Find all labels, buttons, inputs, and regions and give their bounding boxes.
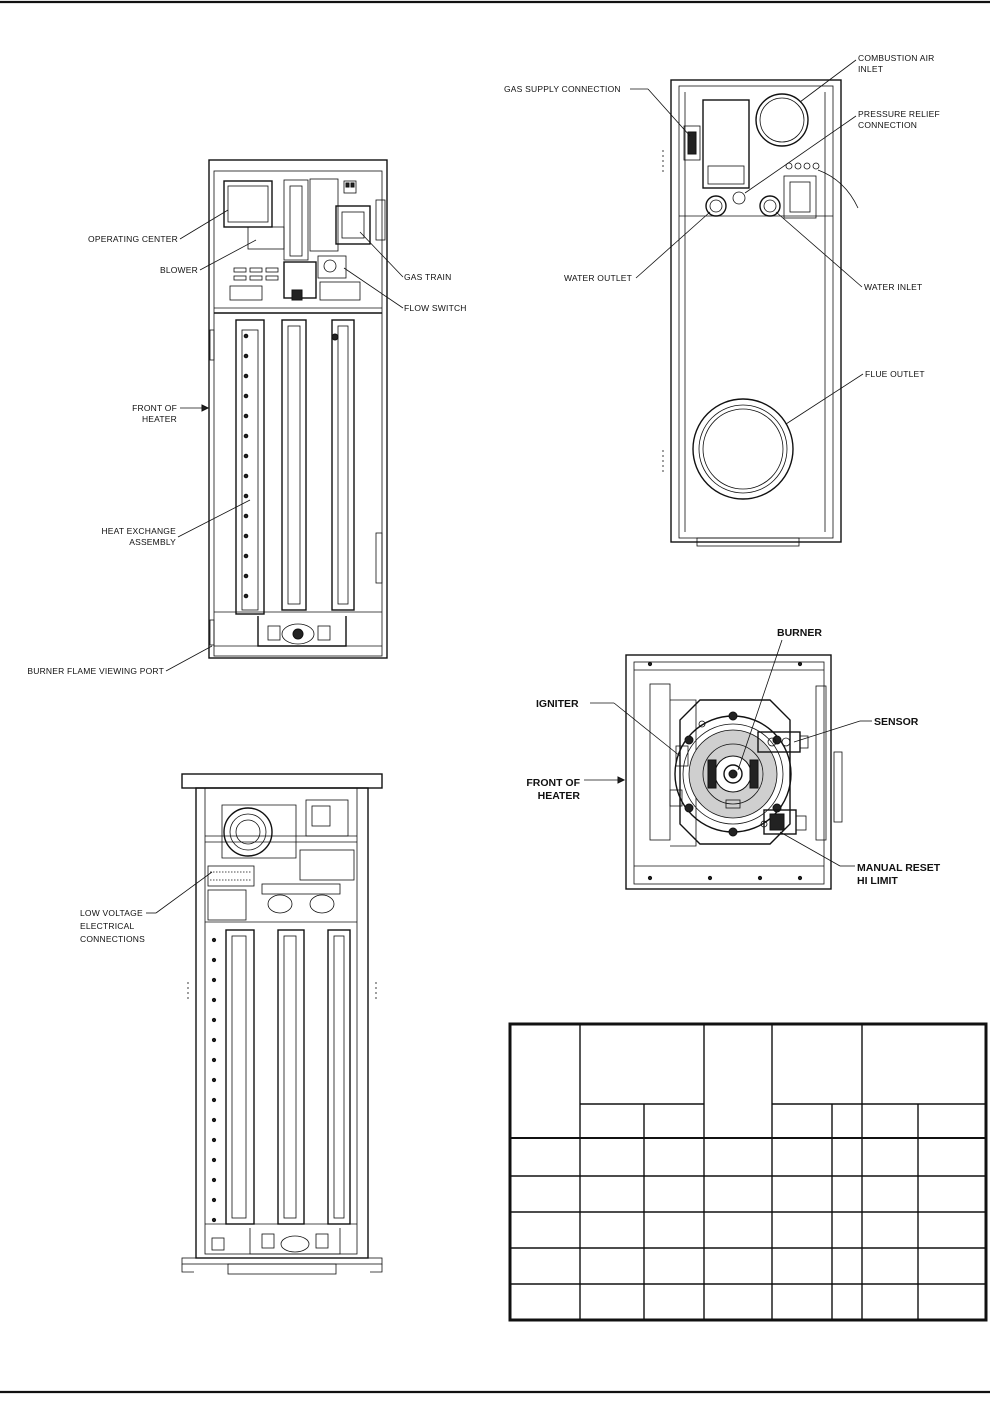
label-heat-exchange-2: ASSEMBLY <box>129 537 176 547</box>
label-pressure-relief-2: CONNECTION <box>858 120 917 130</box>
spec-table <box>508 1022 988 1322</box>
label-front-of-heater-1: FRONT OF <box>132 403 177 413</box>
label-burner: BURNER <box>777 627 822 639</box>
burner-view-labels: BURNER IGNITER SENSOR FRONT OF HEATER MA… <box>526 627 940 887</box>
label-combustion-air-inlet-1: COMBUSTION AIR <box>858 53 934 63</box>
label-low-voltage-3: CONNECTIONS <box>80 934 145 944</box>
side-view-labels: LOW VOLTAGE ELECTRICAL CONNECTIONS <box>80 871 213 944</box>
label-gas-train: GAS TRAIN <box>404 272 451 282</box>
front-view-diagram <box>208 159 388 659</box>
label-water-inlet: WATER INLET <box>864 282 922 292</box>
label-blower: BLOWER <box>160 265 198 275</box>
burner-view-diagram <box>625 654 843 890</box>
rear-view-labels: GAS SUPPLY CONNECTION COMBUSTION AIR INL… <box>504 53 940 425</box>
label-pressure-relief-1: PRESSURE RELIEF <box>858 109 940 119</box>
label-low-voltage-2: ELECTRICAL <box>80 921 135 931</box>
label-low-voltage-1: LOW VOLTAGE <box>80 908 143 918</box>
label-sensor: SENSOR <box>874 716 919 728</box>
label-flue-outlet: FLUE OUTLET <box>865 369 925 379</box>
side-view-diagram <box>181 773 383 1275</box>
front-view-labels: OPERATING CENTER BLOWER GAS TRAIN FLOW S… <box>27 209 467 676</box>
label-manual-reset-2: HI LIMIT <box>857 875 898 887</box>
label-flow-switch: FLOW SWITCH <box>404 303 467 313</box>
label-front-of-heater-2: HEATER <box>142 414 177 424</box>
label-front-of-heater-burner-1: FRONT OF <box>526 777 580 789</box>
label-front-of-heater-burner-2: HEATER <box>538 790 581 802</box>
label-gas-supply-connection: GAS SUPPLY CONNECTION <box>504 84 621 94</box>
label-manual-reset-1: MANUAL RESET <box>857 862 941 874</box>
label-combustion-air-inlet-2: INLET <box>858 64 883 74</box>
label-operating-center: OPERATING CENTER <box>88 234 178 244</box>
label-water-outlet: WATER OUTLET <box>564 273 632 283</box>
rear-view-diagram <box>662 79 842 547</box>
label-heat-exchange-1: HEAT EXCHANGE <box>101 526 176 536</box>
label-igniter: IGNITER <box>536 698 579 710</box>
label-burner-flame-viewing-port: BURNER FLAME VIEWING PORT <box>27 666 164 676</box>
